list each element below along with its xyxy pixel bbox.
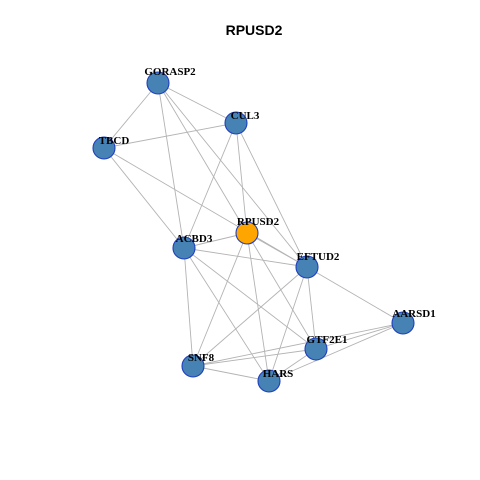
edge-snf8-hars xyxy=(192,365,270,382)
node-tbcd[interactable] xyxy=(92,136,116,160)
node-label-acbd3: ACBD3 xyxy=(176,233,213,245)
node-cul3[interactable] xyxy=(224,111,248,135)
node-label-gorasp2: GORASP2 xyxy=(144,66,196,78)
nodes-layer xyxy=(92,71,415,393)
edge-rpusd2-snf8 xyxy=(192,232,248,367)
edge-acbd3-eftud2 xyxy=(183,247,308,268)
edge-tbcd-acbd3 xyxy=(103,147,185,249)
graph-title: RPUSD2 xyxy=(226,22,283,38)
node-acbd3[interactable] xyxy=(172,236,196,260)
node-label-hars: HARS xyxy=(263,368,294,380)
node-label-rpusd2: RPUSD2 xyxy=(237,216,280,228)
edge-eftud2-aarsd1 xyxy=(306,266,404,324)
edge-gorasp2-rpusd2 xyxy=(157,82,248,234)
edge-cul3-tbcd xyxy=(103,122,237,149)
edge-acbd3-snf8 xyxy=(183,247,194,367)
node-gorasp2[interactable] xyxy=(146,71,170,95)
edge-acbd3-gtf2e1 xyxy=(183,247,317,350)
node-label-aarsd1: AARSD1 xyxy=(392,308,435,320)
edge-cul3-rpusd2 xyxy=(235,122,248,234)
edge-gorasp2-tbcd xyxy=(103,82,159,149)
node-label-eftud2: EFTUD2 xyxy=(297,251,340,263)
node-aarsd1[interactable] xyxy=(391,311,415,335)
edge-gorasp2-cul3 xyxy=(157,82,237,124)
node-label-gtf2e1: GTF2E1 xyxy=(307,334,348,346)
edge-tbcd-eftud2 xyxy=(103,147,308,268)
edge-aarsd1-snf8 xyxy=(192,322,404,367)
edge-eftud2-gtf2e1 xyxy=(306,266,317,350)
edge-cul3-acbd3 xyxy=(183,122,237,249)
node-label-tbcd: TBCD xyxy=(99,135,130,147)
edge-eftud2-snf8 xyxy=(192,266,308,367)
edge-gorasp2-eftud2 xyxy=(157,82,308,268)
edge-aarsd1-hars xyxy=(268,322,404,382)
node-hars[interactable] xyxy=(257,369,281,393)
node-rpusd2[interactable] xyxy=(235,221,259,245)
edge-gtf2e1-snf8 xyxy=(192,348,317,367)
node-gtf2e1[interactable] xyxy=(304,337,328,361)
edge-eftud2-hars xyxy=(268,266,308,382)
edge-aarsd1-gtf2e1 xyxy=(315,322,404,350)
edge-acbd3-hars xyxy=(183,247,270,382)
edge-cul3-eftud2 xyxy=(235,122,308,268)
node-label-snf8: SNF8 xyxy=(188,352,215,364)
edge-gorasp2-acbd3 xyxy=(157,82,185,249)
node-label-cul3: CUL3 xyxy=(231,110,260,122)
edge-rpusd2-hars xyxy=(246,232,270,382)
node-snf8[interactable] xyxy=(181,354,205,378)
edge-rpusd2-gtf2e1 xyxy=(246,232,317,350)
node-eftud2[interactable] xyxy=(295,255,319,279)
